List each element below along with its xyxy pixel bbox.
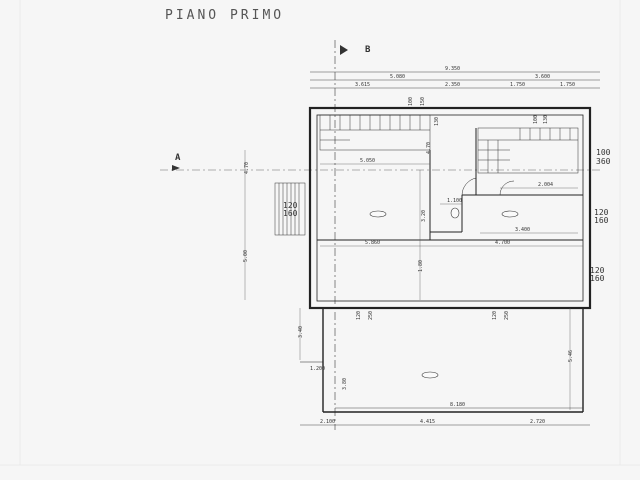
dim-room-right: 4.700 (495, 240, 510, 246)
room-marker-right (501, 210, 519, 218)
dim-terrace-small: 3.80 (342, 378, 348, 390)
dim-height-terrace: 3.40 (298, 326, 304, 338)
plan-title: PIANO PRIMO (165, 8, 285, 23)
opening-top-r1: 100 (533, 115, 539, 124)
building-walls (308, 106, 592, 310)
dim-height-lower: 5.00 (243, 250, 249, 262)
dim-hall-width: 3.400 (515, 227, 530, 233)
dim-interior-width: 5.050 (360, 158, 375, 164)
opening-top-2: 150 (420, 97, 426, 106)
opening-right-low-h: 160 (590, 274, 605, 283)
dim-top-seg3: 1.750 (510, 82, 525, 88)
dim-bottom-mid: 4.415 (420, 419, 435, 425)
bottom-dimension-lines (300, 407, 590, 426)
terrace-outline (300, 308, 584, 413)
bath-marker (450, 207, 460, 219)
dim-stair-height: 4.70 (426, 142, 432, 154)
opening-bottom-r1: 120 (492, 311, 498, 320)
dim-bottom-left: 2.100 (320, 419, 335, 425)
opening-left-w: 120 (283, 201, 298, 210)
opening-right-mid-h: 160 (594, 216, 609, 225)
opening-right-top-w: 100 (596, 148, 611, 157)
dim-room-left: 5.860 (365, 240, 380, 246)
section-a-arrow (172, 165, 180, 171)
dim-corridor: 2.004 (538, 182, 553, 188)
dim-top-right: 3.600 (535, 74, 550, 80)
dim-bottom-right: 2.720 (530, 419, 545, 425)
section-a-label: A (175, 153, 181, 163)
dim-height-upper: 4.70 (244, 162, 250, 174)
opening-right-low-w: 120 (590, 266, 605, 275)
left-balcony (274, 182, 306, 236)
section-b-arrow (340, 45, 348, 55)
top-dimension-lines (310, 71, 600, 89)
opening-bottom-l2: 250 (368, 311, 374, 320)
dim-top-total: 9.350 (445, 66, 460, 72)
room-markers (369, 207, 519, 379)
opening-left-h: 160 (283, 209, 298, 218)
dim-height-right: 5.46 (568, 350, 574, 362)
dim-top-seg1: 3.615 (355, 82, 370, 88)
dim-vertical-small: 3.20 (421, 210, 427, 222)
opening-bottom-r2: 250 (504, 311, 510, 320)
paper-grid (0, 0, 640, 466)
opening-bottom-l1: 120 (356, 311, 362, 320)
dim-vertical-mid: 1.80 (418, 260, 424, 272)
interior-dim-lines (244, 150, 583, 410)
opening-top-3: 130 (434, 117, 440, 126)
opening-top-1: 100 (408, 97, 414, 106)
opening-right-mid-w: 120 (594, 208, 609, 217)
dim-bath-width: 1.100 (447, 198, 462, 204)
interior-partitions (317, 128, 583, 241)
terrace-marker (421, 371, 439, 379)
dim-top-seg4: 1.750 (560, 82, 575, 88)
staircase-left (319, 114, 431, 151)
opening-top-r2: 130 (543, 115, 549, 124)
dim-top-seg2: 2.350 (445, 82, 460, 88)
dim-bottom-total: 8.180 (450, 402, 465, 408)
section-b-label: B (365, 45, 371, 55)
dim-left-offset: 1.200 (310, 366, 325, 372)
opening-right-top-h: 360 (596, 157, 611, 166)
dim-top-left: 5.080 (390, 74, 405, 80)
staircase-right (477, 127, 579, 174)
room-marker-left (369, 210, 387, 218)
